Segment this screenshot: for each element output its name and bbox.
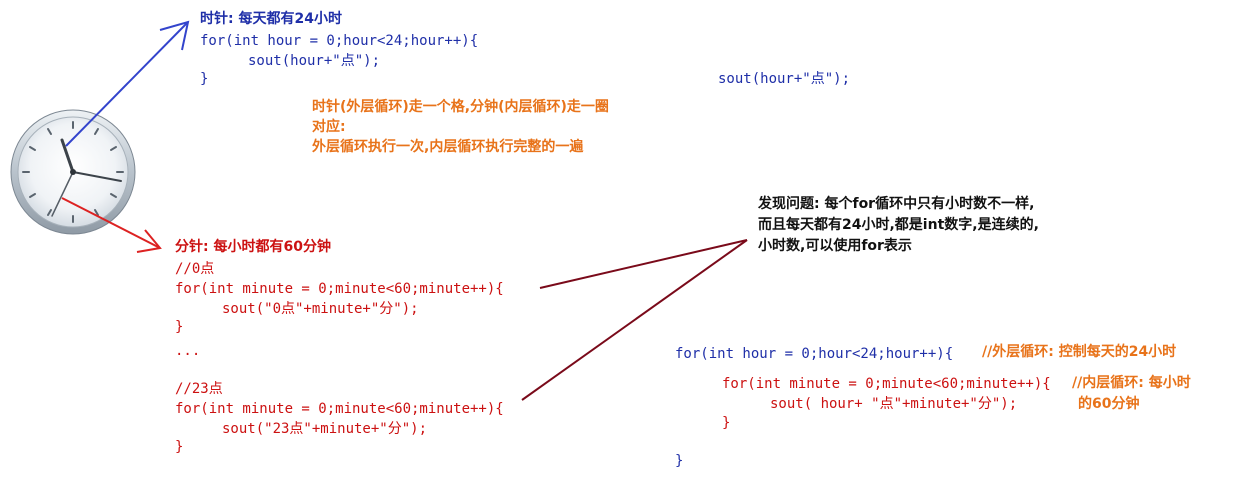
minute-ellipsis: ...	[175, 343, 201, 359]
nested-outer-close: }	[675, 453, 684, 469]
nested-outer-comment: //外层循环: 控制每天的24小时	[982, 344, 1177, 360]
minute-for-23: for(int minute = 0;minute<60;minute++){	[175, 401, 504, 417]
connector-line-bottom	[521, 239, 748, 401]
minute-title: 分针: 每小时都有60分钟	[175, 239, 331, 255]
red-arrow-head	[136, 229, 162, 253]
clock-hour-hand	[60, 138, 75, 174]
hour-for-line: for(int hour = 0;hour<24;hour++){	[200, 33, 479, 49]
discovery-line-1: 发现问题: 每个for循环中只有小时数不一样,	[758, 196, 1035, 212]
explain-line-3: 外层循环执行一次,内层循环执行完整的一遍	[312, 139, 584, 155]
nested-inner-sout: sout( hour+ "点"+minute+"分");	[770, 396, 1018, 412]
clock-center	[70, 169, 76, 175]
clock-ticks	[22, 121, 124, 223]
blue-arrow-line	[65, 21, 189, 147]
minute-close-0: }	[175, 319, 184, 335]
red-arrow-line	[61, 197, 161, 249]
clock-second-hand	[51, 171, 74, 217]
minute-for-0: for(int minute = 0;minute<60;minute++){	[175, 281, 504, 297]
nested-inner-comment-2: 的60分钟	[1078, 396, 1140, 412]
discovery-line-2: 而且每天都有24小时,都是int数字,是连续的,	[758, 217, 1039, 233]
discovery-line-3: 小时数,可以使用for表示	[758, 238, 912, 254]
blue-arrow-head	[159, 20, 190, 51]
minute-comment-0: //0点	[175, 261, 215, 277]
minute-sout-0: sout("0点"+minute+"分");	[222, 301, 419, 317]
hour-sout-line: sout(hour+"点");	[248, 53, 381, 69]
nested-outer-for: for(int hour = 0;hour<24;hour++){	[675, 346, 954, 362]
connector-line-top	[539, 239, 748, 289]
minute-comment-23: //23点	[175, 381, 223, 397]
nested-inner-close: }	[722, 415, 731, 431]
hour-title: 时针: 每天都有24小时	[200, 11, 342, 27]
explain-line-2: 对应:	[312, 119, 346, 135]
hour-close-brace: }	[200, 71, 209, 87]
nested-inner-for: for(int minute = 0;minute<60;minute++){	[722, 376, 1051, 392]
minute-close-23: }	[175, 439, 184, 455]
minute-sout-23: sout("23点"+minute+"分");	[222, 421, 428, 437]
nested-inner-comment-1: //内层循环: 每小时	[1072, 375, 1191, 391]
explain-line-1: 时针(外层循环)走一个格,分钟(内层循环)走一圈	[312, 99, 609, 115]
sout-top-right: sout(hour+"点");	[718, 71, 851, 87]
clock-minute-hand	[72, 171, 122, 182]
